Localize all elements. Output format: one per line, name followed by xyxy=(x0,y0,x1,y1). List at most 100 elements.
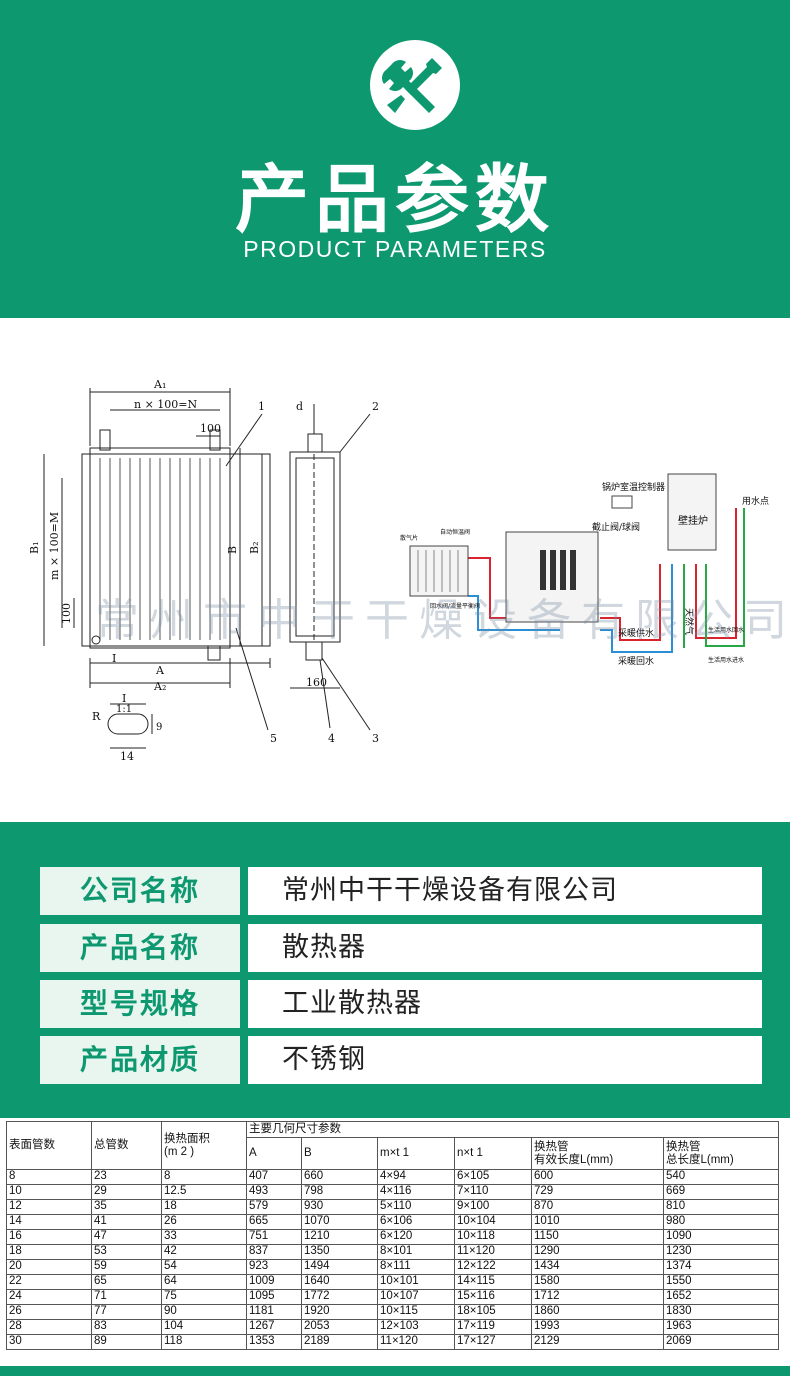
table-cell: 923 xyxy=(246,1259,302,1275)
label-160: 160 xyxy=(306,676,327,689)
table-cell: 30 xyxy=(6,1334,92,1350)
table-cell: 1095 xyxy=(246,1289,302,1305)
info-row-company: 公司名称 常州中干干燥设备有限公司 xyxy=(40,867,762,915)
table-cell: 90 xyxy=(161,1304,247,1320)
table-cell: 10×104 xyxy=(454,1214,532,1230)
table-cell: 71 xyxy=(91,1289,162,1305)
table-cell: 2069 xyxy=(663,1334,779,1350)
label-i: I xyxy=(112,652,116,665)
table-cell: 10 xyxy=(6,1184,92,1200)
label-radiator-valve: 自动恒温阀 xyxy=(440,528,470,536)
table-cell: 1267 xyxy=(246,1319,302,1335)
info-label: 公司名称 xyxy=(40,867,240,915)
table-cell: 17×119 xyxy=(454,1319,532,1335)
table-cell: 23 xyxy=(91,1169,162,1185)
table-cell: 1580 xyxy=(531,1274,664,1290)
table-cell: 14 xyxy=(6,1214,92,1230)
table-cell: 8×101 xyxy=(377,1244,455,1260)
table-cell: 12×122 xyxy=(454,1259,532,1275)
info-row-material: 产品材质 不锈钢 xyxy=(40,1036,762,1084)
table-cell: 12 xyxy=(6,1199,92,1215)
table-cell: 729 xyxy=(531,1184,664,1200)
label-a2: A₂ xyxy=(153,680,166,693)
header-total-tubes: 总管数 xyxy=(91,1121,162,1170)
label-nn: n × 100=N xyxy=(134,398,198,411)
table-cell: 35 xyxy=(91,1199,162,1215)
label-100-top: 100 xyxy=(200,422,221,435)
table-cell: 77 xyxy=(91,1304,162,1320)
label-section-i: I xyxy=(122,692,126,705)
table-cell: 2189 xyxy=(301,1334,378,1350)
table-cell: 8×111 xyxy=(377,1259,455,1275)
table-cell: 2053 xyxy=(301,1319,378,1335)
table-cell: 1230 xyxy=(663,1244,779,1260)
table-cell: 810 xyxy=(663,1199,779,1215)
radiator-drawing: A₁ n × 100=N 100 1 d 2 B₁ m × 100=M 100 … xyxy=(28,378,769,763)
table-cell: 600 xyxy=(531,1169,664,1185)
table-cell: 579 xyxy=(246,1199,302,1215)
table-cell: 1210 xyxy=(301,1229,378,1245)
table-cell: 1993 xyxy=(531,1319,664,1335)
label-mm: m × 100=M xyxy=(48,512,61,580)
table-cell: 4×94 xyxy=(377,1169,455,1185)
label-100-side: 100 xyxy=(60,603,73,624)
table-cell: 1181 xyxy=(246,1304,302,1320)
table-cell: 1350 xyxy=(301,1244,378,1260)
table-cell: 1290 xyxy=(531,1244,664,1260)
table-cell: 83 xyxy=(91,1319,162,1335)
header-a: A xyxy=(246,1137,302,1170)
table-cell: 20 xyxy=(6,1259,92,1275)
header-effective-length: 换热管有效长度L(mm) xyxy=(531,1137,664,1170)
table-cell: 9×100 xyxy=(454,1199,532,1215)
table-cell: 6×105 xyxy=(454,1169,532,1185)
table-cell: 2129 xyxy=(531,1334,664,1350)
table-cell: 1550 xyxy=(663,1274,779,1290)
table-cell: 10×101 xyxy=(377,1274,455,1290)
table-cell: 14×115 xyxy=(454,1274,532,1290)
table-cell: 407 xyxy=(246,1169,302,1185)
header-b: B xyxy=(301,1137,378,1170)
table-cell: 42 xyxy=(161,1244,247,1260)
table-cell: 930 xyxy=(301,1199,378,1215)
label-a1: A₁ xyxy=(153,378,166,391)
header-surface-tubes: 表面管数 xyxy=(6,1121,92,1170)
table-cell: 1374 xyxy=(663,1259,779,1275)
table-cell: 26 xyxy=(161,1214,247,1230)
label-3: 3 xyxy=(372,732,379,745)
table-cell: 1712 xyxy=(531,1289,664,1305)
table-cell: 1353 xyxy=(246,1334,302,1350)
table-cell: 1830 xyxy=(663,1304,779,1320)
table-cell: 75 xyxy=(161,1289,247,1305)
label-b2: B₂ xyxy=(248,542,261,555)
info-row-product: 产品名称 散热器 xyxy=(40,924,762,972)
label-boiler: 壁挂炉 xyxy=(678,514,708,527)
table-cell: 493 xyxy=(246,1184,302,1200)
table-cell: 1860 xyxy=(531,1304,664,1320)
table-cell: 1070 xyxy=(301,1214,378,1230)
label-stop-valve: 截止阀/球阀 xyxy=(592,521,640,533)
table-cell: 10×118 xyxy=(454,1229,532,1245)
info-value: 常州中干干燥设备有限公司 xyxy=(248,867,762,915)
table-cell: 18 xyxy=(161,1199,247,1215)
table-cell: 751 xyxy=(246,1229,302,1245)
spec-table: 表面管数 总管数 换热面积(m 2 ) 主要几何尺寸参数 A B m×t 1 n… xyxy=(6,1121,779,1350)
table-cell: 980 xyxy=(663,1214,779,1230)
table-cell: 1920 xyxy=(301,1304,378,1320)
bottom-strip xyxy=(0,1366,790,1376)
table-cell: 837 xyxy=(246,1244,302,1260)
info-label: 产品名称 xyxy=(40,924,240,972)
table-cell: 28 xyxy=(6,1319,92,1335)
table-cell: 64 xyxy=(161,1274,247,1290)
header-banner: 产品参数 PRODUCT PARAMETERS xyxy=(0,0,790,318)
label-r: R xyxy=(92,710,101,723)
table-cell: 118 xyxy=(161,1334,247,1350)
page-subtitle: PRODUCT PARAMETERS xyxy=(243,236,547,262)
label-2: 2 xyxy=(372,400,379,413)
table-cell: 1963 xyxy=(663,1319,779,1335)
